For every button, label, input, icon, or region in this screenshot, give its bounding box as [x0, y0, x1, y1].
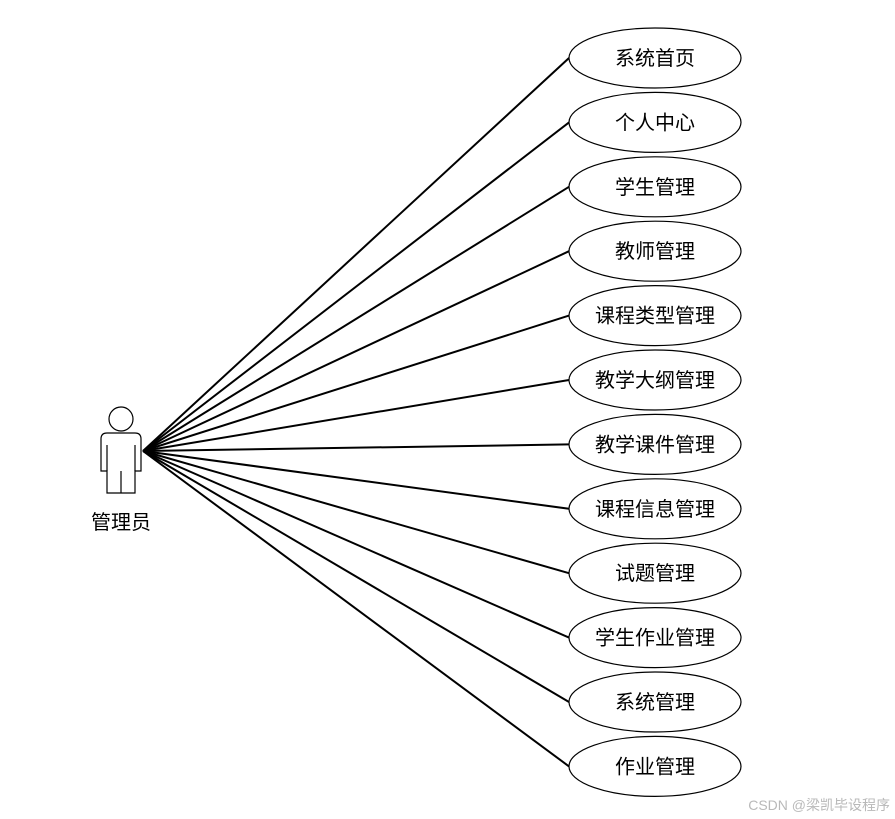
use-case: 试题管理	[568, 542, 742, 604]
use-case: 课程信息管理	[568, 478, 742, 540]
use-case-label: 系统管理	[615, 690, 695, 714]
watermark: CSDN @梁凯毕设程序	[748, 797, 890, 813]
use-case-ellipse	[568, 542, 742, 604]
actor-head	[108, 406, 134, 432]
use-case-label: 教师管理	[615, 239, 695, 263]
use-case-label: 课程类型管理	[595, 304, 715, 328]
use-case-ellipse	[568, 671, 742, 733]
use-case-label: 系统首页	[615, 46, 695, 70]
actor-body-icon	[100, 432, 142, 494]
association-line	[142, 443, 570, 452]
use-case-ellipse	[568, 478, 742, 540]
use-case-ellipse	[568, 285, 742, 347]
association-line	[142, 57, 570, 452]
association-line	[142, 450, 570, 703]
association-line	[142, 185, 570, 452]
associations	[142, 57, 570, 768]
actor-administrator: 管理员	[91, 406, 151, 534]
use-case: 个人中心	[568, 91, 742, 154]
association-line	[142, 379, 570, 452]
association-line	[142, 250, 570, 452]
use-case-label: 作业管理	[615, 754, 695, 778]
use-case-label: 教学大纲管理	[595, 368, 715, 392]
use-case: 课程类型管理	[568, 285, 742, 347]
use-case: 作业管理	[568, 735, 742, 798]
use-case-ellipse	[568, 27, 742, 89]
actor-label: 管理员	[91, 510, 151, 534]
use-cases: 系统首页个人中心学生管理教师管理课程类型管理教学大纲管理教学课件管理课程信息管理…	[568, 27, 742, 798]
use-case-ellipse	[568, 91, 742, 154]
use-case-ellipse	[568, 349, 742, 411]
use-case: 教师管理	[568, 220, 742, 282]
use-case-label: 学生作业管理	[595, 626, 715, 650]
use-case: 学生管理	[568, 156, 742, 218]
association-line	[142, 450, 570, 510]
association-line	[142, 450, 570, 575]
use-case: 学生作业管理	[568, 606, 742, 669]
use-case-ellipse	[568, 413, 742, 475]
use-case: 系统首页	[568, 27, 742, 89]
use-case: 系统管理	[568, 671, 742, 733]
use-case-label: 试题管理	[615, 561, 695, 585]
association-line	[142, 121, 570, 452]
use-case-label: 教学课件管理	[595, 432, 715, 456]
use-case-label: 个人中心	[615, 110, 695, 134]
use-case-label: 课程信息管理	[595, 497, 715, 521]
association-line	[142, 450, 570, 768]
use-case-ellipse	[568, 156, 742, 218]
association-line	[142, 314, 570, 452]
use-case: 教学大纲管理	[568, 349, 742, 411]
use-case-ellipse	[568, 735, 742, 798]
use-case-ellipse	[568, 220, 742, 282]
use-case-ellipse	[568, 606, 742, 669]
use-case-label: 学生管理	[615, 175, 695, 199]
association-line	[142, 450, 570, 639]
use-case: 教学课件管理	[568, 413, 742, 475]
